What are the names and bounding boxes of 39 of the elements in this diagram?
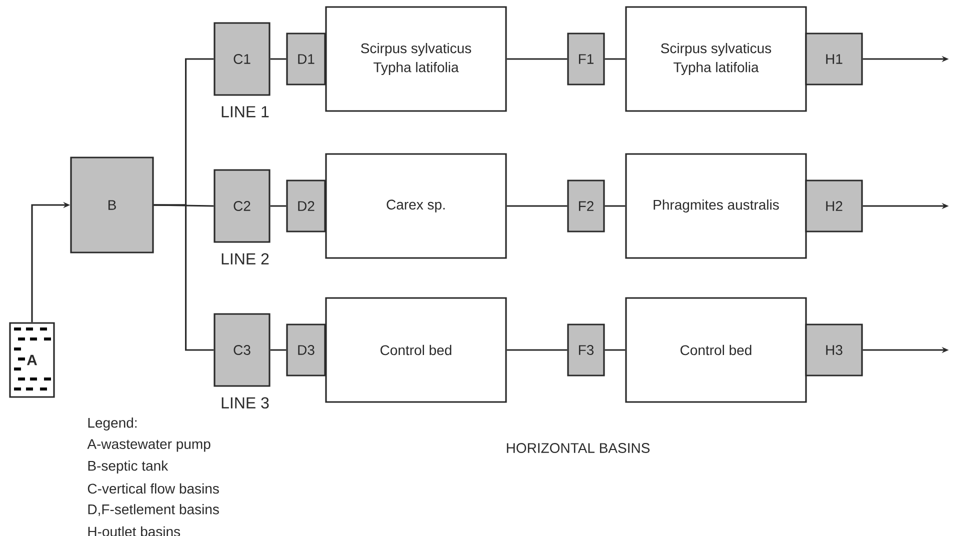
basin-box: C3 <box>214 313 270 387</box>
basin-box: D1 <box>286 32 326 86</box>
basin-box: C1 <box>214 22 270 96</box>
legend-text: B-septic tank <box>88 460 168 474</box>
basin-box: H1 <box>805 32 863 86</box>
basin-box: D3 <box>286 324 326 376</box>
basin-box: B <box>70 156 154 254</box>
legend-text: A-wastewater pump <box>87 439 210 452</box>
connector-line <box>604 349 626 351</box>
connector-line <box>270 349 286 351</box>
bed-box: Carex sp. <box>325 153 507 259</box>
connector-line <box>506 349 568 351</box>
legend-text: D,F-setlement basins <box>88 504 219 516</box>
connector-line <box>154 204 214 351</box>
section-label: HORIZONTAL BASINS <box>506 443 650 453</box>
basin-box: H2 <box>805 180 863 232</box>
connector-line <box>506 58 568 60</box>
basin-box: F2 <box>567 180 605 232</box>
bed-box: Scirpus sylvaticus Typha latifolia <box>625 6 807 112</box>
bed-box: Scirpus sylvaticus Typha latifolia <box>325 6 507 112</box>
basin-box: C2 <box>214 169 270 243</box>
connector-line <box>604 58 626 60</box>
line-label: LINE 3 <box>222 397 269 409</box>
line-label: LINE 2 <box>222 253 269 264</box>
legend-text: C-vertical flow basins <box>88 483 219 494</box>
bed-box: Phragmites australis <box>625 153 807 259</box>
connector-line <box>270 58 286 60</box>
basin-box: F3 <box>567 324 605 376</box>
pump-box: A <box>9 322 55 398</box>
connector-line <box>604 205 626 207</box>
line-label: LINE 1 <box>222 106 269 118</box>
connector-line <box>506 205 568 207</box>
bed-box: Control bed <box>325 297 507 403</box>
basin-box: F1 <box>567 32 605 86</box>
connector-line <box>270 205 286 207</box>
basin-box: D2 <box>286 180 326 232</box>
bed-box: Control bed <box>625 297 807 403</box>
legend-text: Legend: <box>88 417 137 431</box>
basin-box: H3 <box>805 324 863 376</box>
